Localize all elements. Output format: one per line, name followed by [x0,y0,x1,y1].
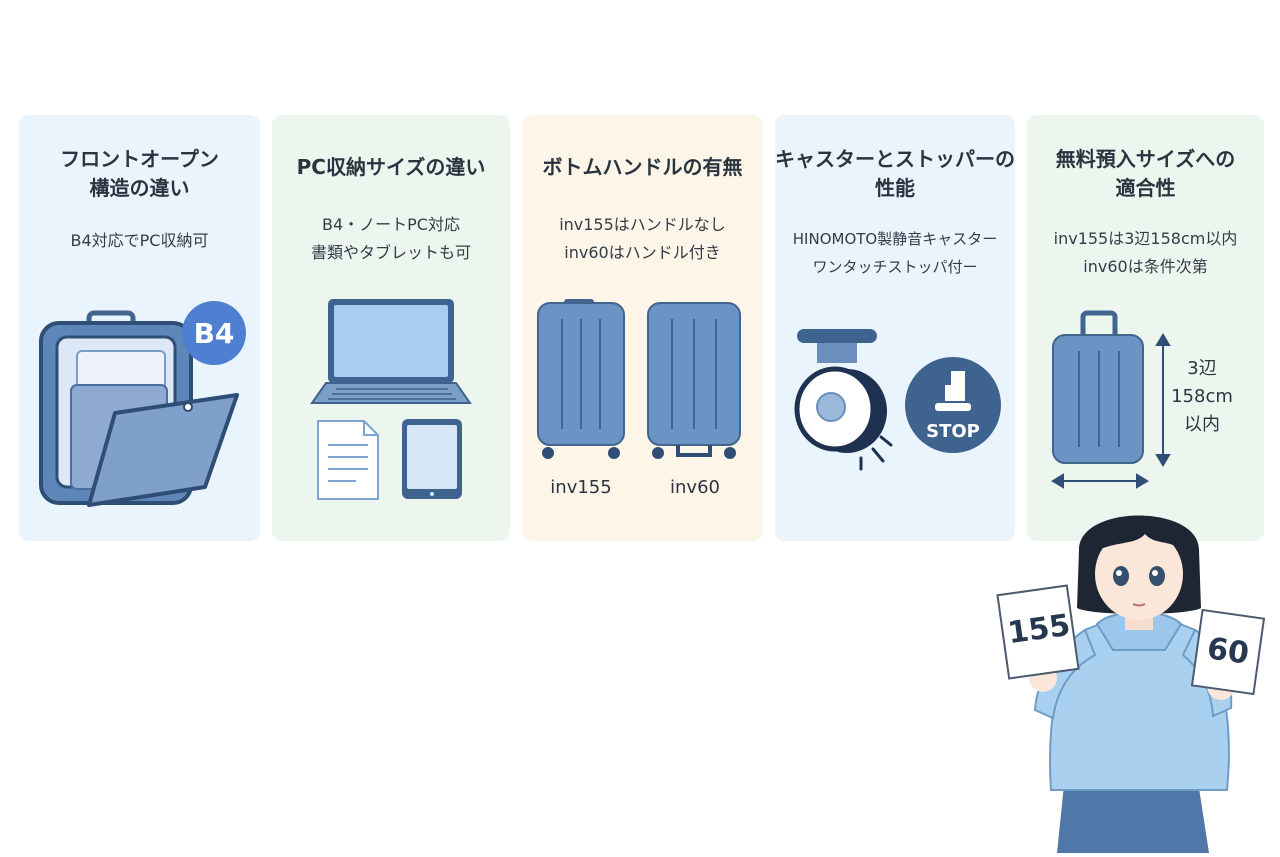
card-title: フロントオープン 構造の違い [19,145,260,203]
card-desc-line: HINOMOTO製静音キャスター [792,230,998,248]
card-title-line: 構造の違い [89,176,190,200]
suitcase-inv155-icon [537,299,625,459]
card-description: inv155は3辺158cm以内 inv60は条件次第 [1027,225,1264,281]
tablet-icon [402,419,462,499]
laptop-icon [310,299,472,404]
card-desc-line: 書類やタブレットも可 [310,243,471,262]
card-title: PC収納サイズの違い [272,153,510,182]
person-illustration [996,515,1266,853]
label-inv60: inv60 [670,477,720,498]
size-suitcase-icon [1051,310,1171,489]
card-desc-line: ワンタッチストッパ付ー [812,258,978,276]
size-line: 158cm [1171,386,1233,407]
card-title-line: 性能 [875,176,915,200]
document-icon [317,420,379,500]
card-front-open: フロントオープン 構造の違い B4対応でPC収納可 B4 [19,115,260,541]
card-title: キャスターとストッパーの 性能 [775,145,1015,203]
card-title-line: 適合性 [1115,176,1176,200]
card-description: inv155はハンドルなし inv60はハンドル付き [522,211,763,267]
card-title-line: 無料預入サイズへの [1055,147,1236,171]
card-desc-line: inv155はハンドルなし [559,215,726,234]
caster-stopper-icon [794,329,1001,471]
stop-label: STOP [926,421,980,442]
size-line: 3辺 [1187,358,1217,379]
card-desc-line: inv60はハンドル付き [564,243,721,262]
card-title-line: キャスターとストッパーの [775,147,1015,171]
height-arrow-icon [1155,333,1171,467]
stop-pedal-icon [905,357,1001,453]
b4-badge-label: B4 [193,317,235,350]
card-title-line: ボトムハンドルの有無 [542,155,743,179]
card-title: ボトムハンドルの有無 [522,153,763,182]
card-description: B4対応でPC収納可 [19,227,260,255]
card-155-icon [996,584,1080,680]
person-holding-cards: 155 60 [995,490,1280,857]
card-pc-storage: PC収納サイズの違い B4・ノートPC対応 書類やタブレットも可 [272,115,510,541]
size-line: 以内 [1184,414,1220,435]
card-description: HINOMOTO製静音キャスター ワンタッチストッパ付ー [775,225,1015,281]
card-title: 無料預入サイズへの 適合性 [1027,145,1264,203]
card-desc-line: B4・ノートPC対応 [322,215,460,234]
label-inv155: inv155 [550,477,612,498]
width-arrow-icon [1051,473,1149,489]
card-free-checkin-size: 無料預入サイズへの 適合性 inv155は3辺158cm以内 inv60は条件次… [1027,115,1264,541]
card-title-line: フロントオープン [60,147,219,171]
front-open-suitcase-icon [39,301,246,507]
card-bottom-handle: ボトムハンドルの有無 inv155はハンドルなし inv60はハンドル付き [522,115,763,541]
card-title-line: PC収納サイズの違い [296,155,486,179]
card-60-icon [1190,608,1266,696]
card-desc-line: B4対応でPC収納可 [70,231,209,250]
size-limit-label: 3辺 158cm 以内 [1167,355,1237,439]
caster-wheel-icon [794,329,893,471]
card-caster-stopper: キャスターとストッパーの 性能 HINOMOTO製静音キャスター ワンタッチスト… [775,115,1015,541]
suitcase-comparison-icon [537,299,741,459]
b4-badge-icon [182,301,246,365]
suitcase-inv60-icon [647,302,741,459]
card-desc-line: inv155は3辺158cm以内 [1053,229,1238,248]
laptop-documents-tablet-icon [310,299,472,500]
card-desc-line: inv60は条件次第 [1083,257,1208,276]
card-description: B4・ノートPC対応 書類やタブレットも可 [272,211,510,267]
